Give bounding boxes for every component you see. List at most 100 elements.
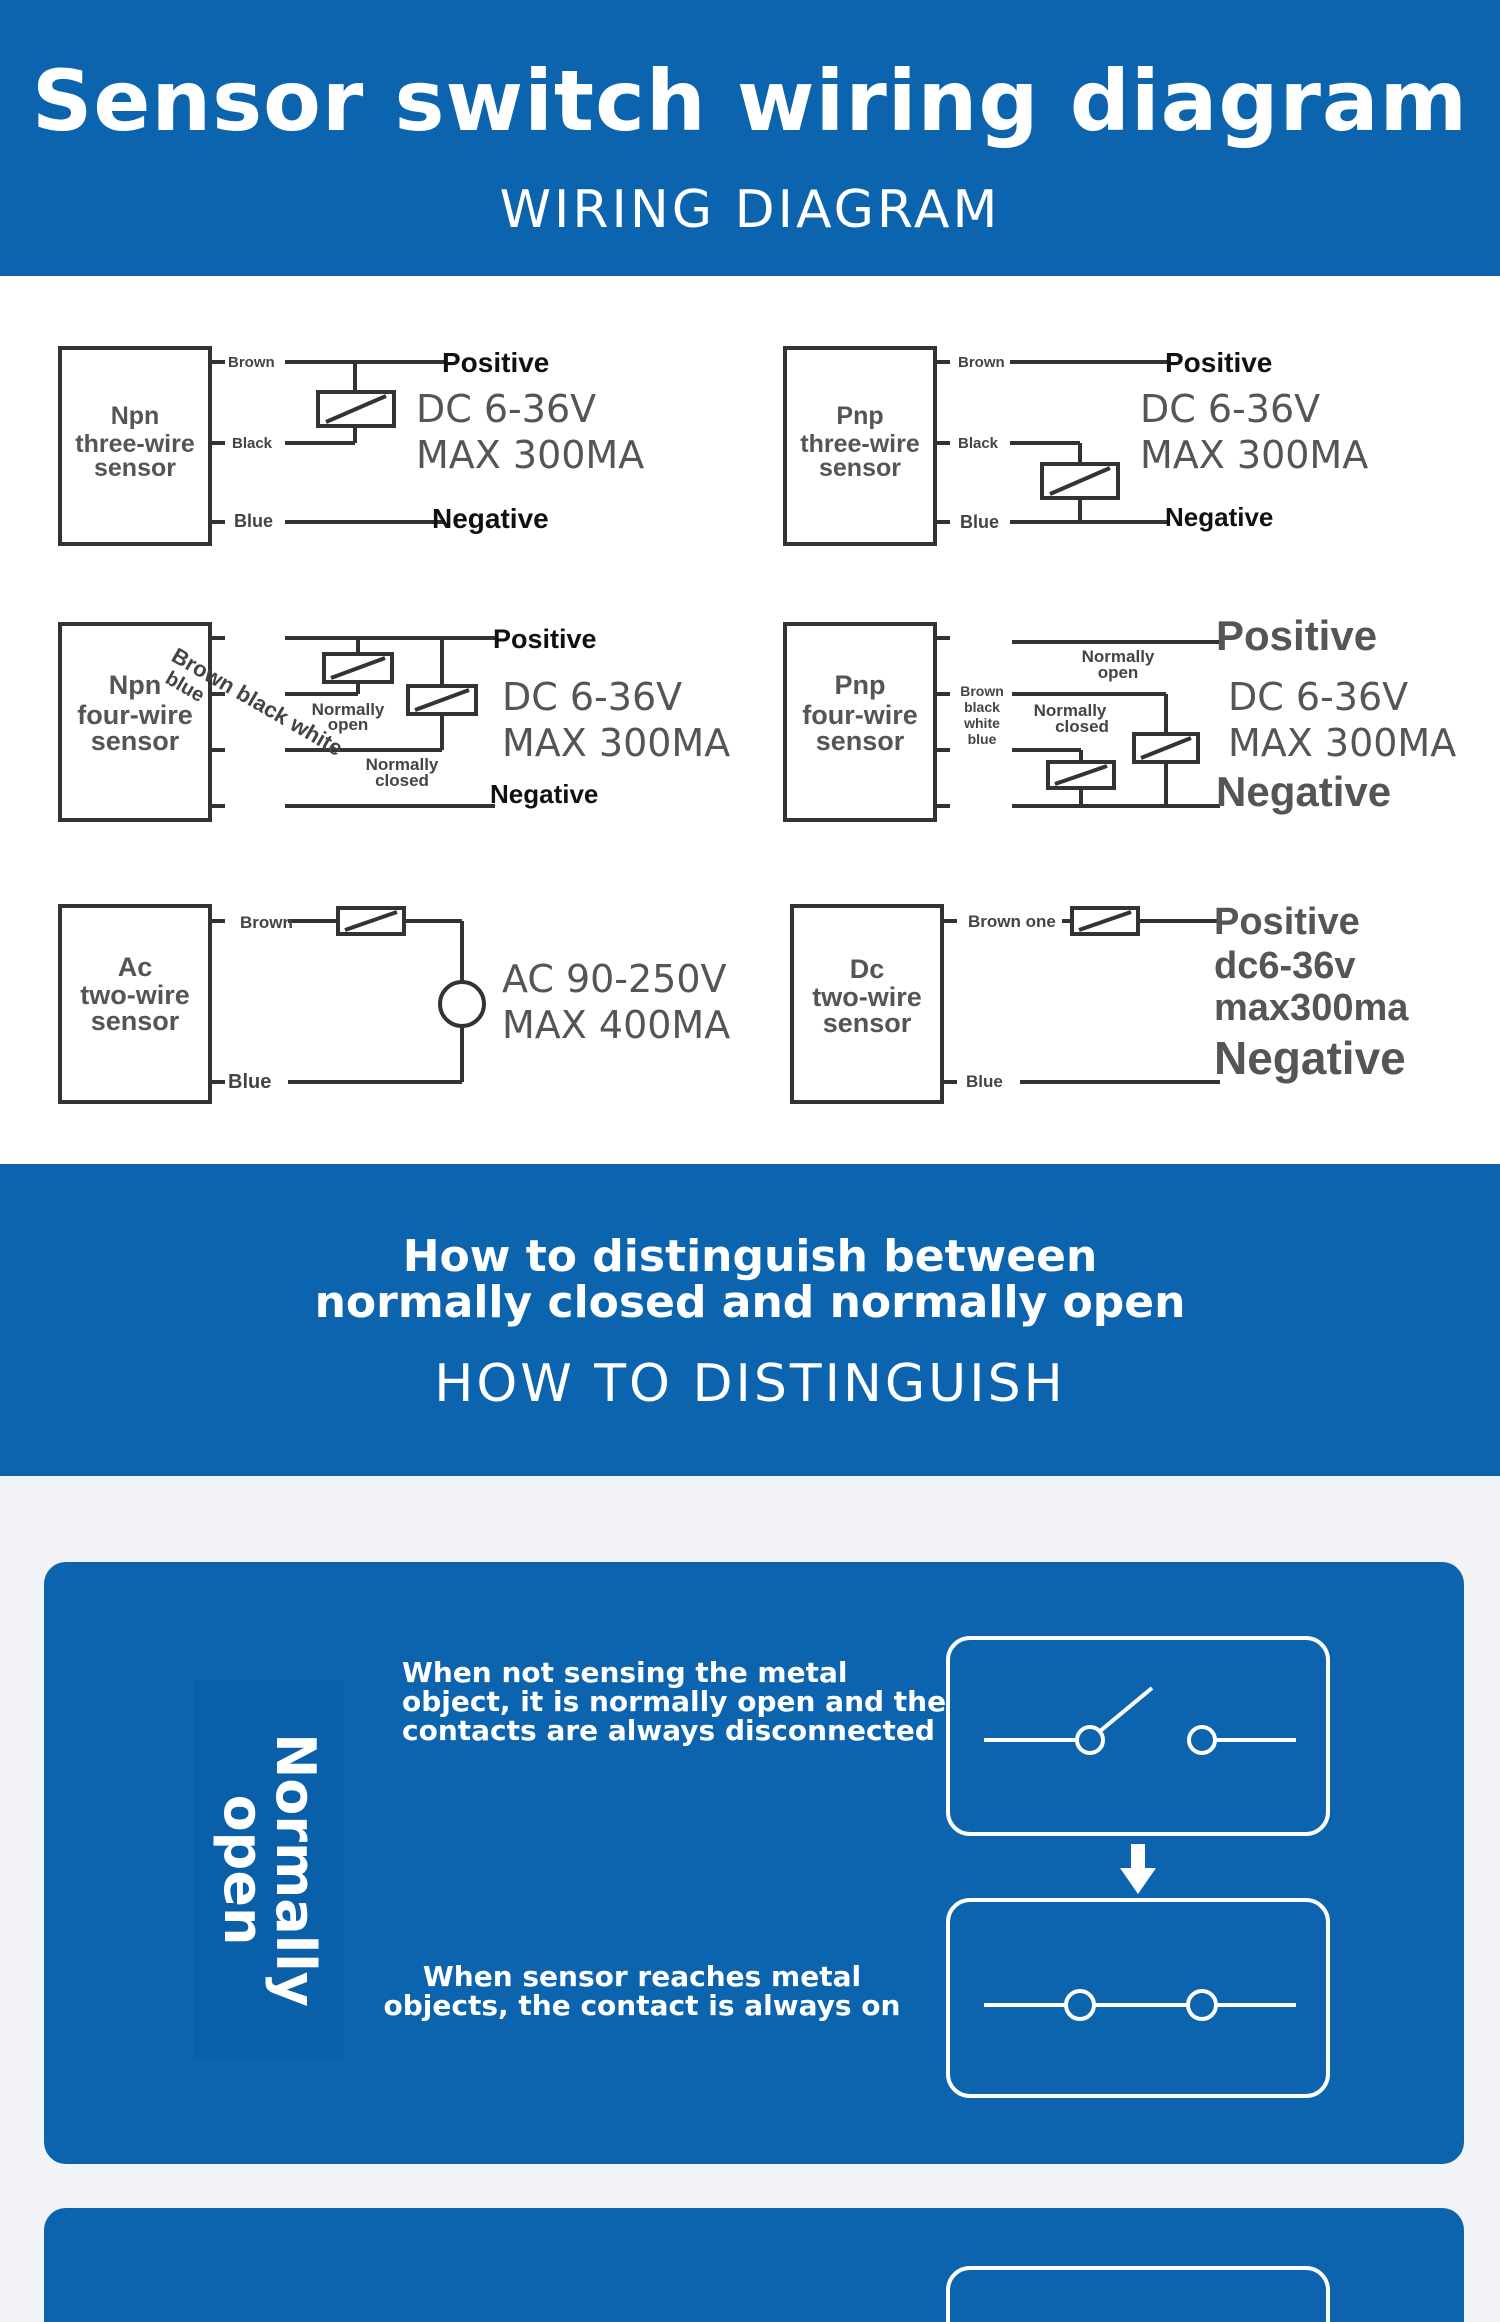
header-banner: Sensor switch wiring diagram WIRING DIAG… (0, 0, 1500, 276)
switch-closed-state-box (946, 1898, 1330, 2098)
npn3-label-line2: three-wire (75, 430, 195, 458)
switch-open-contact-right (1187, 1725, 1217, 1755)
page-title: Sensor switch wiring diagram (31, 52, 1469, 150)
dc2-sensor-box (790, 904, 944, 1104)
ac2-label-line1: Ac (118, 952, 153, 982)
state-change-arrow-icon (1120, 1844, 1156, 1894)
pnp3-label-line2: three-wire (800, 430, 920, 458)
pnp4-sensor-box (783, 622, 937, 822)
pnp3-sensor-box (783, 346, 937, 546)
page-subtitle: WIRING DIAGRAM (499, 180, 1001, 240)
pnp4-negative: Negative (1216, 768, 1391, 815)
normally-open-not-sensing-text: When not sensing the metal object, it is… (402, 1656, 947, 1747)
switch-closed-contact-right (1186, 1989, 1218, 2021)
dc2-positive: Positive (1214, 901, 1360, 943)
npn3-label-line3: sensor (94, 454, 176, 482)
npn4-spec2: MAX 300MA (502, 721, 730, 765)
ac2-label-line2: two-wire (80, 980, 190, 1010)
pnp4-positive: Positive (1216, 612, 1377, 659)
switch-open-lever (1097, 1686, 1154, 1734)
npn4-no-line1: Normally (312, 700, 385, 719)
switch-open-state-box (946, 1636, 1330, 1836)
npn4-positive: Positive (493, 624, 597, 654)
normally-open-switch-diagrams (946, 1636, 1330, 2098)
npn3-spec2: MAX 300MA (416, 433, 644, 477)
pnp3-wire-blue: Blue (960, 512, 999, 532)
pnp4-no-line2: open (1098, 663, 1139, 682)
pnp3-wire-brown: Brown (958, 354, 1005, 371)
npn3-negative: Negative (432, 503, 549, 534)
pnp3-wire-black: Black (958, 435, 999, 452)
npn3-wire-blue: Blue (234, 511, 273, 531)
npn3-wire-black: Black (232, 435, 273, 452)
dc2-wire-brown: Brown one (968, 912, 1056, 931)
ac2-wire-blue: Blue (228, 1071, 271, 1093)
pnp4-label-line1: Pnp (835, 670, 886, 700)
pnp4-no-line1: Normally (1082, 647, 1155, 666)
ac2-power-source (438, 980, 486, 1028)
ac2-spec2: MAX 400MA (502, 1003, 730, 1047)
dc-two-wire-diagram (790, 904, 1220, 1104)
pnp-three-wire-diagram (783, 346, 1170, 546)
npn3-sensor-box (58, 346, 212, 546)
pnp4-spec2: MAX 300MA (1228, 721, 1456, 765)
pnp4-wire-colors-line3: white (963, 715, 1000, 731)
pnp3-spec2: MAX 300MA (1140, 433, 1368, 477)
wiring-diagrams-section: Npn three-wire sensor Pnp three-wire sen… (0, 276, 1500, 1164)
pnp4-wire-colors-line4: blue (968, 731, 997, 747)
npn4-label-line2: four-wire (77, 700, 193, 730)
pnp3-label-line1: Pnp (836, 402, 883, 430)
pnp4-nc-line1: Normally (1034, 701, 1107, 720)
npn4-label-line3: sensor (91, 726, 180, 756)
npn4-no-line2: open (328, 715, 369, 734)
npn-four-wire-diagram (58, 622, 495, 822)
normally-closed-card (44, 2208, 1464, 2322)
pnp4-label-line3: sensor (816, 726, 905, 756)
how-to-subtitle: HOW TO DISTINGUISH (434, 1354, 1066, 1414)
switch-closed-state-box-2 (946, 2266, 1330, 2322)
how-to-distinguish-banner: How to distinguish between normally clos… (0, 1164, 1500, 1476)
npn3-wire-brown: Brown (228, 354, 275, 371)
ac2-sensor-box (58, 904, 212, 1104)
dc2-wire-blue: Blue (966, 1072, 1003, 1091)
npn4-label-line1: Npn (109, 670, 161, 700)
pnp4-spec1: DC 6-36V (1228, 675, 1408, 719)
normally-open-sensing-text: When sensor reaches metal objects, the c… (383, 1960, 901, 2022)
normally-open-card: Normally open When not sensing the metal… (44, 1562, 1464, 2164)
npn4-spec1: DC 6-36V (502, 675, 682, 719)
how-to-title: How to distinguish between normally clos… (0, 1234, 1500, 1326)
switch-open-contact-left (1075, 1725, 1105, 1755)
npn4-nc-line1: Normally (366, 755, 439, 774)
dc2-spec1: dc6-36v (1214, 945, 1356, 987)
dc2-label-line2: two-wire (812, 982, 922, 1012)
dc2-negative: Negative (1214, 1032, 1406, 1084)
pnp4-nc-line2: closed (1055, 717, 1109, 736)
ac2-spec1: AC 90-250V (502, 957, 727, 1001)
npn-three-wire-diagram (58, 346, 445, 546)
pnp3-label-line3: sensor (819, 454, 901, 482)
ac-two-wire-diagram (58, 904, 486, 1104)
npn4-sensor-box (58, 622, 212, 822)
switch-closed-contact-left (1064, 1989, 1096, 2021)
pnp-four-wire-diagram (783, 622, 1220, 822)
npn3-spec1: DC 6-36V (416, 387, 596, 431)
wiring-diagrams-canvas: Npn three-wire sensor Pnp three-wire sen… (58, 346, 1456, 1104)
npn4-nc-line2: closed (375, 771, 429, 790)
pnp3-positive: Positive (1165, 347, 1272, 378)
npn3-positive: Positive (442, 347, 549, 378)
pnp3-spec1: DC 6-36V (1140, 387, 1320, 431)
how-to-title-line2: normally closed and normally open (314, 1277, 1186, 1328)
dc2-label-line3: sensor (823, 1008, 912, 1038)
dc2-label-line1: Dc (850, 954, 885, 984)
dc2-spec2: max300ma (1214, 987, 1409, 1029)
ac2-label-line3: sensor (91, 1006, 180, 1036)
pnp4-label-line2: four-wire (802, 700, 918, 730)
pnp3-negative: Negative (1165, 502, 1273, 532)
how-to-title-line1: How to distinguish between (402, 1231, 1098, 1282)
normally-open-vertical-label: Normally open (194, 1680, 344, 2060)
pnp4-wire-colors-line2: black (964, 699, 1000, 715)
npn4-negative: Negative (490, 779, 598, 809)
ac2-wire-brown: Brown (240, 913, 293, 932)
npn3-label-line1: Npn (111, 402, 160, 430)
pnp4-wire-colors-line1: Brown (960, 683, 1004, 699)
